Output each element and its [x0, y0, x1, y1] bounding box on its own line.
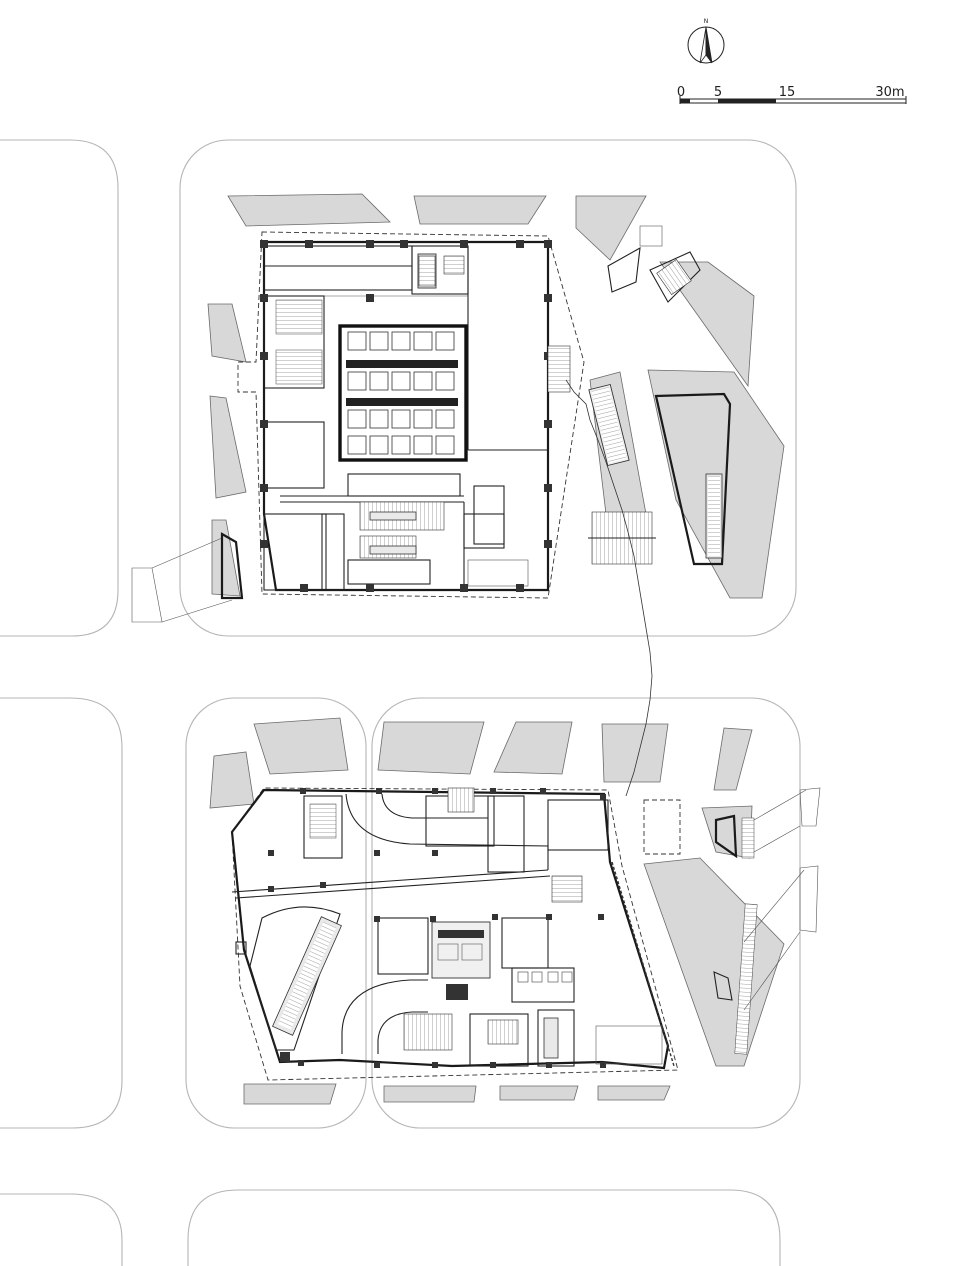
- zigzag-link: [565, 379, 653, 797]
- scale-tick-5: 5: [714, 85, 722, 100]
- north-columns: [260, 240, 552, 592]
- north-label: N: [704, 18, 709, 25]
- south-east-features: [643, 787, 821, 1055]
- north-building: [237, 231, 585, 599]
- west-pavilion: [131, 532, 244, 623]
- north-east-features: [547, 225, 732, 566]
- scale-tick-15: 15: [779, 85, 796, 100]
- scale-tick-0: 0: [677, 85, 685, 100]
- north-arrow: N: [687, 18, 725, 64]
- south-columns: [268, 788, 606, 1068]
- scale-tick-30m: 30m: [875, 85, 904, 100]
- street-blocks: [0, 139, 801, 1266]
- south-building: [230, 787, 679, 1081]
- scale-bar: 0 5 15 30m: [677, 85, 907, 104]
